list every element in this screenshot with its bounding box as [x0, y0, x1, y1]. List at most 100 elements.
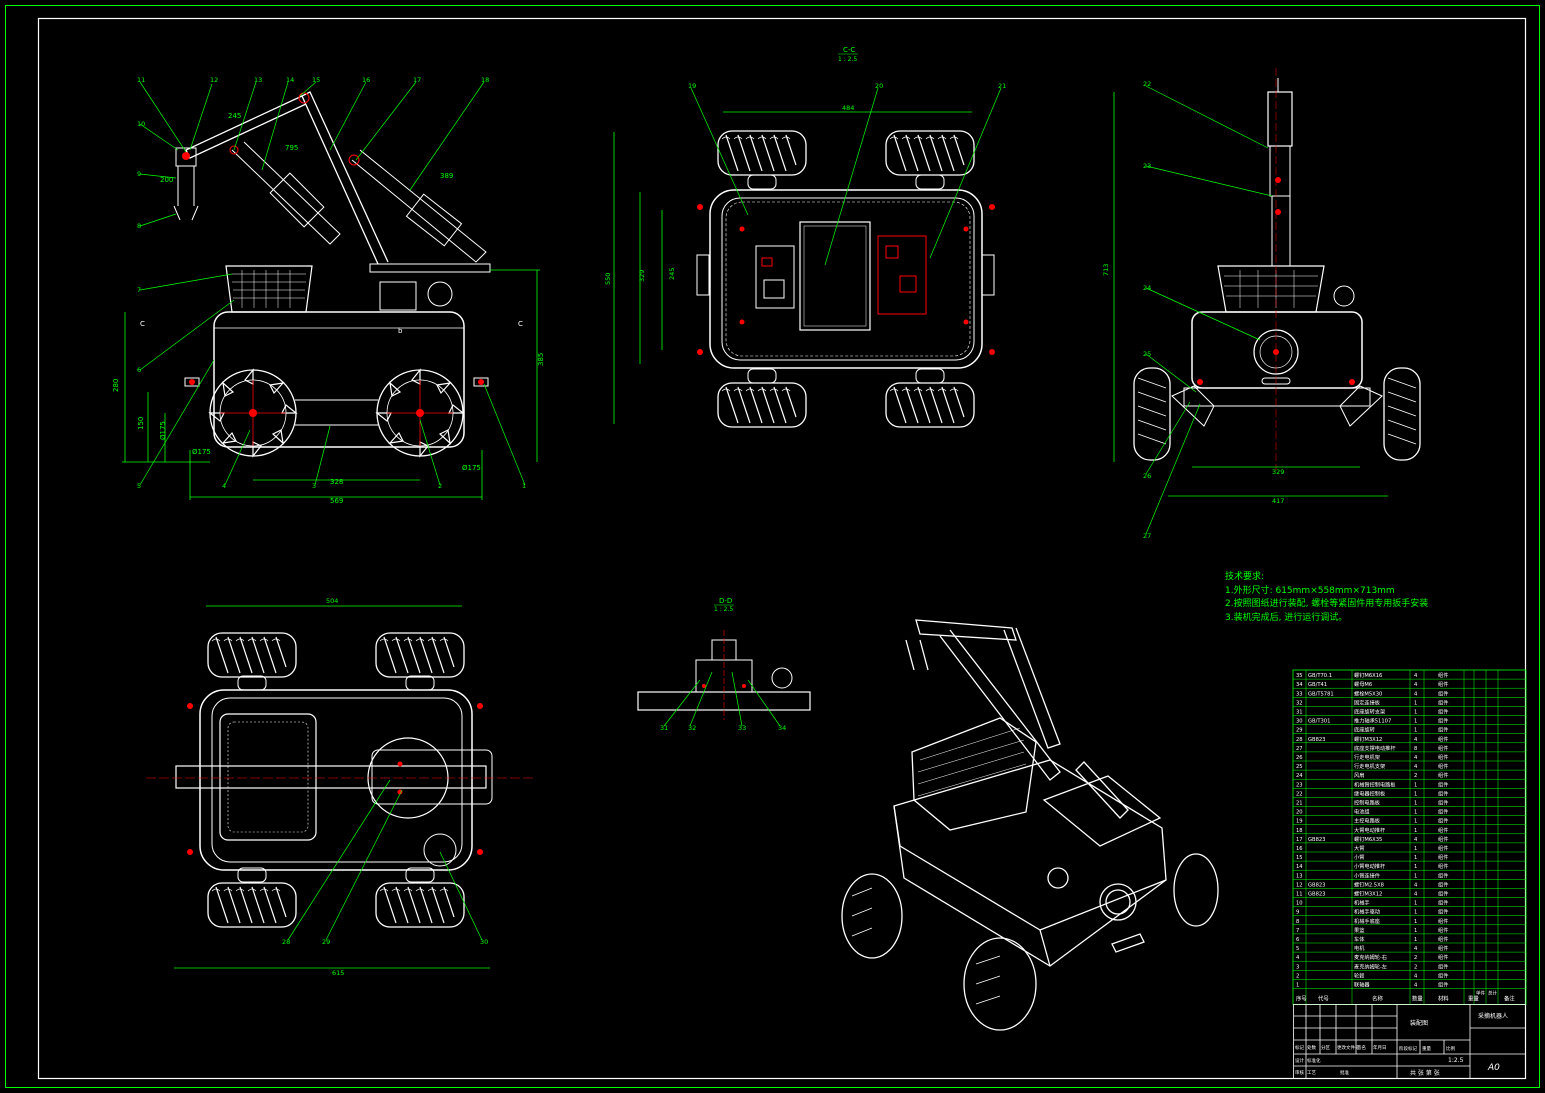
bom-cell: 34: [1296, 682, 1303, 688]
bom-cell: GB/T41: [1308, 682, 1327, 688]
bom-cell: 4: [1414, 691, 1418, 697]
bom-cell: 继电器控制板: [1354, 789, 1386, 797]
dim-side-0: 713: [1102, 264, 1110, 276]
balloon-21: 21: [998, 82, 1006, 90]
bom-cell: 组件: [1438, 899, 1448, 907]
bom-cell: 车体: [1354, 935, 1365, 943]
bom-cell: 33: [1296, 691, 1303, 697]
bom-cell: 25: [1296, 764, 1303, 770]
balloon-5: 5: [137, 482, 141, 490]
balloon-23: 23: [1143, 162, 1151, 170]
bom-cell: 21: [1296, 801, 1303, 807]
bom-cell: 螺钉M6X16: [1354, 671, 1382, 679]
bom-cell: 组件: [1438, 844, 1448, 852]
balloon-8: 8: [137, 222, 141, 230]
balloon-11: 11: [137, 76, 145, 84]
bom-cell: 行走电机架: [1354, 753, 1380, 761]
bom-cell: GB823: [1308, 882, 1325, 888]
bom-cell: 4: [1414, 892, 1418, 898]
tb-label-5: 年月日: [1373, 1044, 1387, 1051]
tb-label-2: 分区: [1321, 1044, 1330, 1051]
title-drawing-name: 采摘机器人: [1478, 1012, 1508, 1020]
title-block: 装配图 采摘机器人 1:2.5 共 张 第 张 A0 标记 处数 分区 更改文件…: [1293, 1004, 1526, 1079]
bom-cell: 2: [1296, 973, 1299, 979]
bom-cell: 1: [1414, 810, 1417, 816]
bom-cell: 主控电路板: [1354, 817, 1381, 825]
bom-cell: 4: [1414, 973, 1418, 979]
bom-cell: 35: [1296, 673, 1303, 679]
bom-cell: 4: [1414, 882, 1418, 888]
tech-item-1: 1.外形尺寸: 615mm×558mm×713mm: [1225, 585, 1395, 596]
bom-cell: 6: [1296, 937, 1299, 943]
bom-cell: 固定连接板: [1354, 698, 1381, 706]
balloon-30: 30: [480, 938, 488, 946]
dim-front-6: Ø175: [192, 448, 211, 456]
technical-requirements: 技术要求: 1.外形尺寸: 615mm×558mm×713mm 2.按照图纸进行…: [1225, 571, 1525, 625]
section-cc-view: C-C 1 : 2.5: [604, 46, 1006, 428]
bom-cell: 1: [1414, 828, 1417, 834]
bom-header: 重量: [1468, 995, 1479, 1003]
tb-label-6: 设计: [1295, 1057, 1304, 1064]
section-dd-view: D-D 1 : 2.5 31 32 33 34: [637, 597, 811, 732]
section-dd-scale: 1 : 2.5: [714, 606, 733, 613]
bom-cell: 17: [1296, 837, 1303, 843]
bom-cell: 1: [1414, 801, 1417, 807]
bom-cell: 8: [1296, 919, 1299, 925]
balloon-27: 27: [1143, 532, 1151, 540]
bom-cell: 1: [1414, 846, 1417, 852]
tb-label-3: 更改文件号: [1337, 1044, 1360, 1051]
dim-front-4: Ø175: [159, 421, 167, 440]
balloon-6: 6: [137, 366, 141, 374]
tech-item-3: 3.装机完成后, 进行运行调试。: [1225, 612, 1348, 623]
bom-cell: 组件: [1438, 698, 1448, 706]
bom-cell: 4: [1414, 764, 1418, 770]
bom-header: 数量: [1412, 995, 1423, 1003]
dim-front-7: Ø175: [462, 464, 481, 472]
bom-cell: 螺钉M3X12: [1354, 890, 1382, 898]
bom-cell: 16: [1296, 846, 1303, 852]
bom-cell: 15: [1296, 855, 1303, 861]
bom-cell: 2: [1414, 964, 1417, 970]
section-dd-title: D-D: [719, 597, 732, 605]
bom-cell: 1: [1414, 937, 1417, 943]
balloon-24: 24: [1143, 284, 1151, 292]
bom-cell: 组件: [1438, 880, 1448, 888]
bom-cell: 联轴器: [1354, 981, 1370, 989]
bom-cell: 组件: [1438, 826, 1448, 834]
bom-cell: 组件: [1438, 908, 1448, 916]
bom-cell: 螺钉M2.5X8: [1354, 880, 1384, 888]
bom-cell: 组件: [1438, 717, 1448, 725]
title-sheet: 共 张 第 张: [1410, 1069, 1440, 1077]
bom-cell: GB/T5781: [1308, 691, 1334, 697]
section-cc-title: C-C: [843, 46, 855, 54]
bom-cell: 22: [1296, 791, 1303, 797]
bom-cell: 组件: [1438, 808, 1448, 816]
balloon-16: 16: [362, 76, 370, 84]
bom-cell: 螺母M6: [1354, 680, 1372, 688]
bom-cell: 1: [1414, 782, 1417, 788]
bom-header: 序号: [1296, 995, 1307, 1003]
bom-cell: 机械臂控制电路板: [1354, 780, 1396, 788]
bom-cell: 小臂连接件: [1354, 871, 1380, 879]
bom-cell: 小臂电动推杆: [1354, 862, 1385, 870]
bom-cell: 组件: [1438, 744, 1448, 752]
bom-cell: 组件: [1438, 917, 1448, 925]
balloon-32: 32: [688, 724, 696, 732]
bom-cell: 23: [1296, 782, 1303, 788]
dim-top-3: 245: [668, 268, 676, 280]
title-scale: 1:2.5: [1448, 1057, 1464, 1064]
bom-cell: 组件: [1438, 680, 1448, 688]
bom-cell: 4: [1414, 837, 1418, 843]
bom-cell: 4: [1414, 946, 1418, 952]
bom-cell: 果篮: [1354, 926, 1364, 934]
dim-bottom-1: 615: [332, 969, 344, 977]
bom-cell: 大臂: [1354, 844, 1364, 852]
bom-cell: 组件: [1438, 935, 1448, 943]
bom-cell: 机械手驱动: [1354, 908, 1380, 916]
bom-cell: 11: [1296, 892, 1303, 898]
section-cc-scale: 1 : 2.5: [838, 56, 857, 63]
bom-cell: 1: [1414, 855, 1417, 861]
dim-top-1: 550: [604, 273, 612, 285]
bom-cell: 29: [1296, 728, 1303, 734]
bom-cell: 组件: [1438, 962, 1448, 970]
